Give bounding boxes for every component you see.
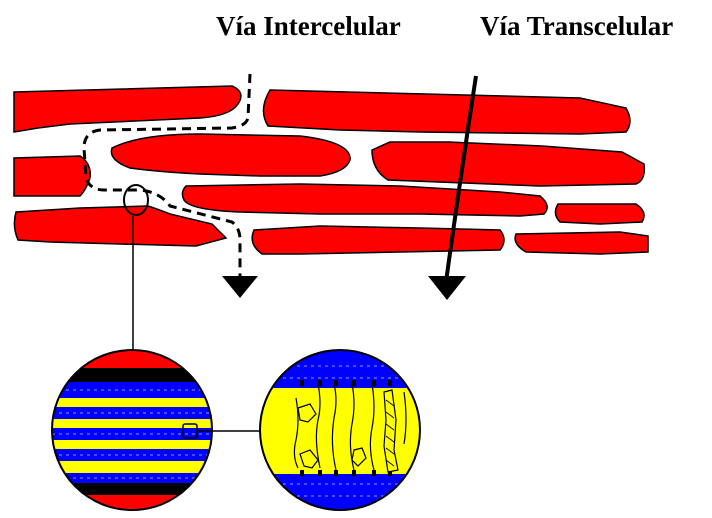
cell (111, 134, 350, 176)
transcellular-arrow-icon (428, 276, 466, 300)
cell (14, 86, 241, 132)
cell (555, 204, 644, 224)
cell (252, 226, 504, 254)
cell (182, 184, 547, 216)
cell (515, 232, 648, 254)
intercellular-arrow-icon (222, 276, 258, 298)
cell (263, 90, 630, 134)
cell (14, 156, 90, 196)
cell (14, 206, 226, 246)
stratum-corneum-cells (14, 86, 648, 254)
cell (372, 142, 644, 186)
